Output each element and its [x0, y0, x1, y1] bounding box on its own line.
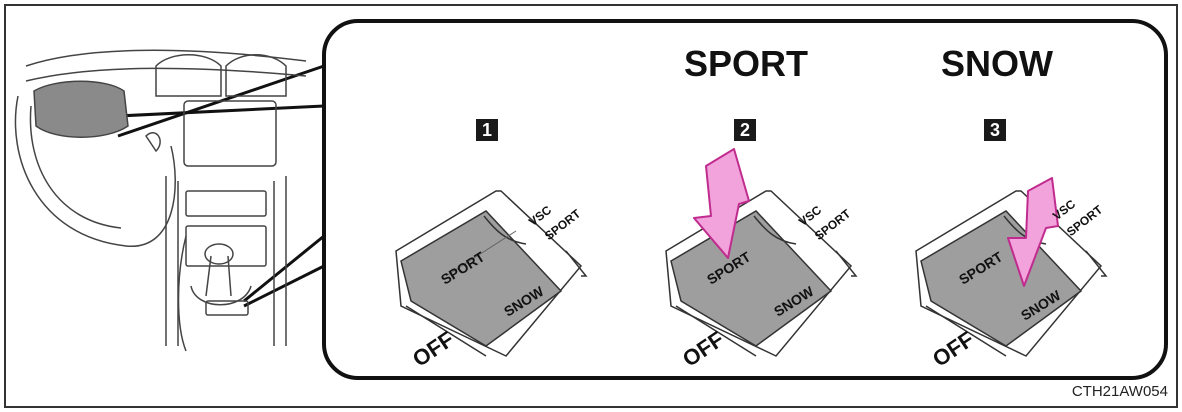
switch-3	[915, 190, 1108, 357]
switch-1	[395, 190, 588, 357]
leader-line-bottom	[243, 234, 325, 303]
press-arrow-snow	[1007, 177, 1059, 287]
step-number-3: 3	[984, 119, 1006, 141]
illustration	[14, 19, 1168, 380]
car-interior-sketch	[14, 49, 307, 352]
leader-line-bottom-2	[243, 264, 325, 308]
step-number-2: 2	[734, 119, 756, 141]
figure-code: CTH21AW054	[1071, 383, 1168, 400]
snow-heading: SNOW	[941, 43, 1053, 84]
sport-heading: SPORT	[684, 43, 809, 84]
leader-line-top	[117, 104, 325, 118]
figure-frame: SPORT SNOW 1 2 3 SPORT SNOW VSC SPORT OF…	[4, 4, 1178, 408]
step-number-1: 1	[476, 119, 498, 141]
press-arrow-sport	[693, 148, 750, 259]
meter-cluster	[33, 80, 129, 138]
